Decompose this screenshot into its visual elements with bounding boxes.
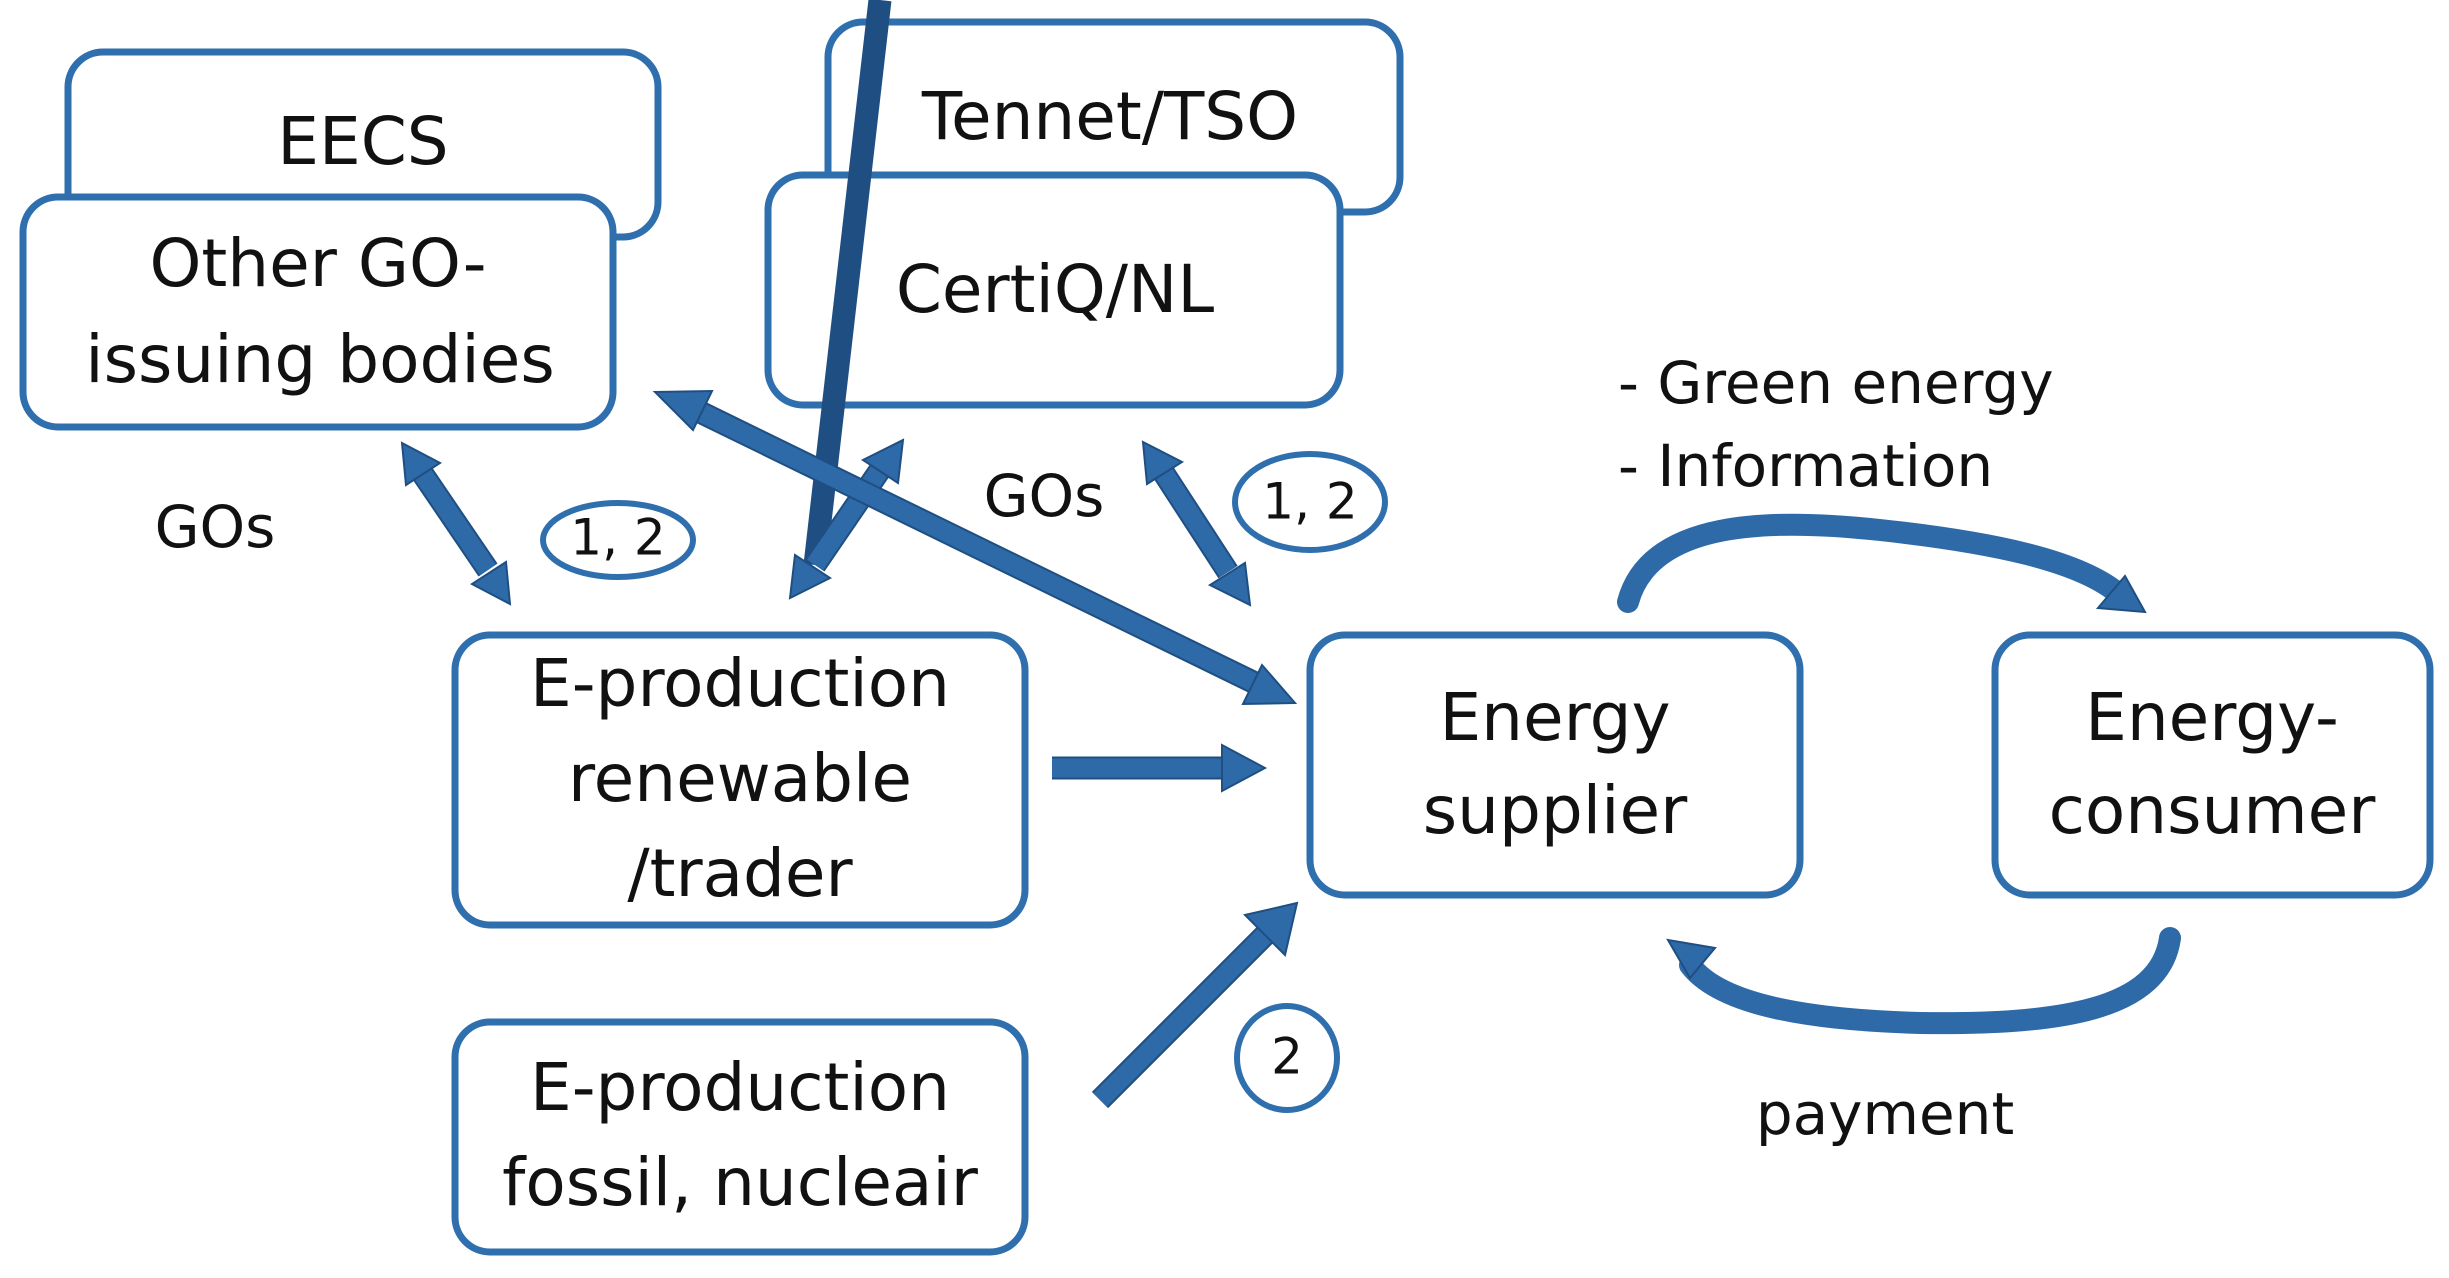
badge-left: 1, 2 xyxy=(540,500,696,580)
curve-supplier-to-consumer xyxy=(1617,513,2147,614)
other-go-label-line2: issuing bodies xyxy=(85,321,554,398)
arrow-certiq-supplier xyxy=(1141,440,1252,607)
renewable-label-line3: /trader xyxy=(627,835,853,912)
badge-left-label: 1, 2 xyxy=(570,509,665,567)
curve-consumer-to-supplier xyxy=(1666,927,2181,1035)
arrow-othergo-supplier xyxy=(652,389,1298,706)
renewable-label-line2: renewable xyxy=(568,740,912,817)
supplier-label-line1: Energy xyxy=(1439,679,1670,756)
green-energy-label: - Green energy xyxy=(1618,349,2054,417)
tennet-tso-box: Tennet/TSO xyxy=(824,18,1404,216)
arrow-fossil-supplier xyxy=(1091,901,1299,1109)
other-go-issuing-bodies-box: Other GO- issuing bodies xyxy=(19,193,617,431)
eecs-label: EECS xyxy=(277,103,448,180)
badge-bottom-label: 2 xyxy=(1271,1028,1303,1086)
supplier-label-line2: supplier xyxy=(1423,772,1688,849)
arrow-othergo-renewable xyxy=(400,441,512,606)
consumer-label-line2: consumer xyxy=(2049,772,2377,849)
e-production-fossil-box: E-production fossil, nucleair xyxy=(451,1018,1029,1256)
energy-supplier-box: Energy supplier xyxy=(1306,631,1804,899)
e-production-renewable-box: E-production renewable /trader xyxy=(451,631,1029,929)
information-label: - Information xyxy=(1618,432,1993,500)
badge-center-label: 1, 2 xyxy=(1262,473,1357,531)
certiq-nl-label: CertiQ/NL xyxy=(896,251,1215,328)
other-go-label-line1: Other GO- xyxy=(149,225,486,302)
gos-center-label: GOs xyxy=(984,462,1105,530)
arrow-renewable-supplier xyxy=(1052,743,1268,793)
consumer-label-line1: Energy- xyxy=(2085,679,2339,756)
gos-left-label: GOs xyxy=(155,493,276,561)
badge-center: 1, 2 xyxy=(1232,451,1388,553)
eecs-box: EECS xyxy=(64,48,662,241)
fossil-label-line1: E-production xyxy=(530,1049,950,1126)
tennet-tso-label: Tennet/TSO xyxy=(921,78,1298,155)
badge-bottom: 2 xyxy=(1234,1003,1340,1113)
fossil-label-line2: fossil, nucleair xyxy=(502,1144,979,1221)
energy-consumer-box: Energy- consumer xyxy=(1991,631,2434,899)
payment-label: payment xyxy=(1756,1080,2014,1148)
renewable-label-line1: E-production xyxy=(530,645,950,722)
certiq-nl-box: CertiQ/NL xyxy=(764,171,1344,409)
